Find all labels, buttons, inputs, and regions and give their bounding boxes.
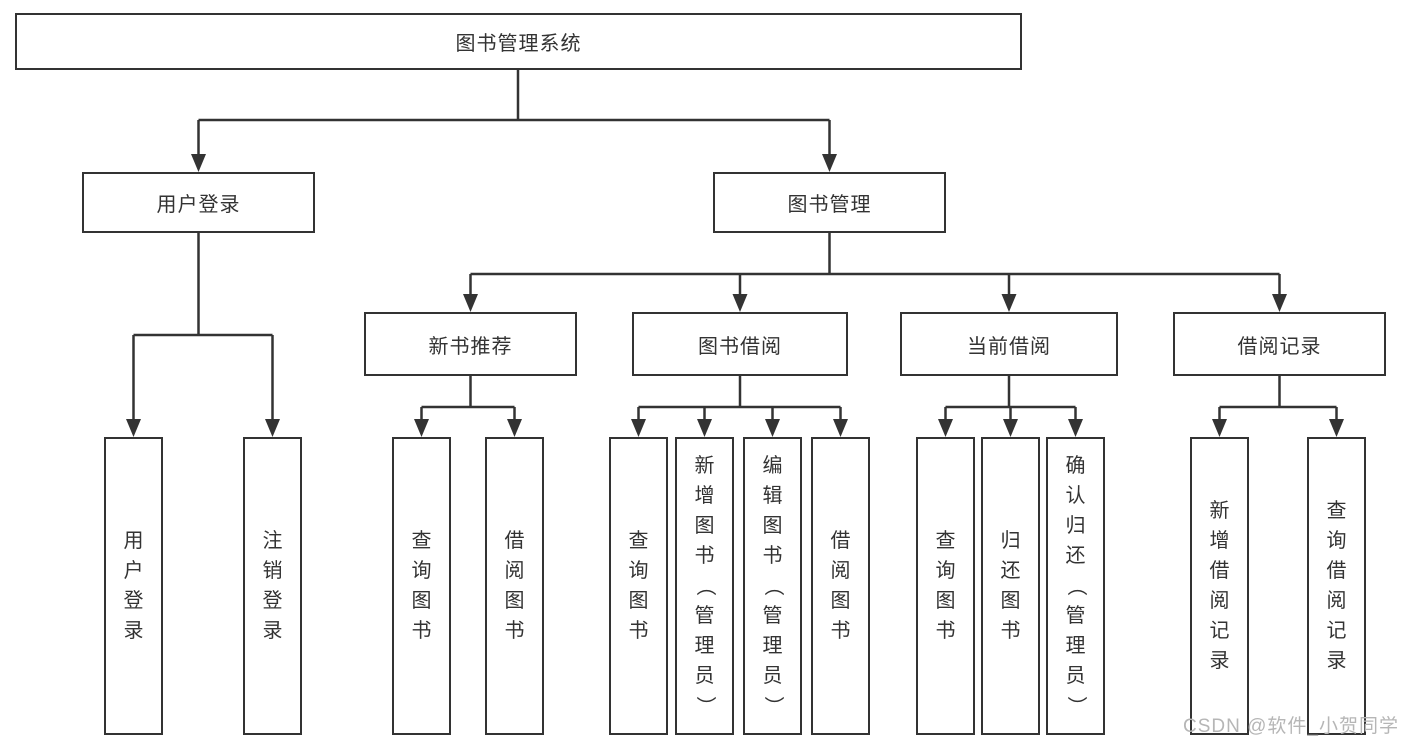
edges-user-login-to-leaves [126,233,280,437]
node-user-login-label: 用户登录 [156,194,241,216]
edges-book-borrow-to-leaves [631,376,848,437]
edges-borrow-records-to-leaves [1212,376,1344,437]
leaf-user-login: 用户登录 [104,437,163,735]
leaf-records-query-record: 查询借阅记录 [1307,437,1366,735]
edges-new-book-rec-to-leaves [414,376,522,437]
node-current-borrow: 当前借阅 [900,312,1118,376]
leaf-borrow-edit-books-admin: 编辑图书（管理员） [743,437,802,735]
leaf-newrec-query-books: 查询图书 [392,437,451,735]
edges-root-to-level2 [191,68,837,172]
leaf-current-query-books-label: 查询图书 [935,530,956,642]
leaf-borrow-add-books-admin-label: 新增图书（管理员） [693,455,716,716]
node-new-book-rec: 新书推荐 [364,312,577,376]
leaf-borrow-borrow-books: 借阅图书 [811,437,870,735]
node-root: 图书管理系统 [15,13,1022,70]
leaf-user-login-label: 用户登录 [123,530,144,642]
leaf-newrec-borrow-books-label: 借阅图书 [504,530,525,642]
node-current-borrow-label: 当前借阅 [967,335,1051,358]
leaf-borrow-query-books: 查询图书 [609,437,668,735]
edges-current-borrow-to-leaves [938,376,1083,437]
node-book-mgmt: 图书管理 [713,172,946,233]
leaf-records-query-record-label: 查询借阅记录 [1326,500,1347,672]
node-new-book-rec-label: 新书推荐 [428,335,513,358]
leaf-borrow-borrow-books-label: 借阅图书 [830,530,851,642]
leaf-newrec-borrow-books: 借阅图书 [485,437,544,735]
node-root-label: 图书管理系统 [455,33,582,55]
csdn-watermark: CSDN @软件_小贺同学 [1183,716,1399,737]
node-book-mgmt-label: 图书管理 [787,194,872,216]
leaf-current-return-books-label: 归还图书 [1000,530,1021,642]
leaf-newrec-query-books-label: 查询图书 [411,530,432,642]
node-book-borrow-label: 图书借阅 [698,335,782,358]
leaf-records-add-record: 新增借阅记录 [1190,437,1249,735]
node-borrow-records: 借阅记录 [1173,312,1386,376]
leaf-current-confirm-return-admin: 确认归还（管理员） [1046,437,1105,735]
leaf-logout-label: 注销登录 [262,530,283,642]
leaf-borrow-edit-books-admin-label: 编辑图书（管理员） [761,455,784,716]
leaf-records-add-record-label: 新增借阅记录 [1209,500,1230,672]
leaf-current-confirm-return-admin-label: 确认归还（管理员） [1064,455,1087,716]
leaf-borrow-query-books-label: 查询图书 [628,530,649,642]
node-user-login: 用户登录 [82,172,315,233]
leaf-current-query-books: 查询图书 [916,437,975,735]
node-book-borrow: 图书借阅 [632,312,848,376]
leaf-logout: 注销登录 [243,437,302,735]
edges-book-mgmt-to-level3 [463,233,1287,312]
leaf-current-return-books: 归还图书 [981,437,1040,735]
leaf-borrow-add-books-admin: 新增图书（管理员） [675,437,734,735]
node-borrow-records-label: 借阅记录 [1237,335,1322,358]
